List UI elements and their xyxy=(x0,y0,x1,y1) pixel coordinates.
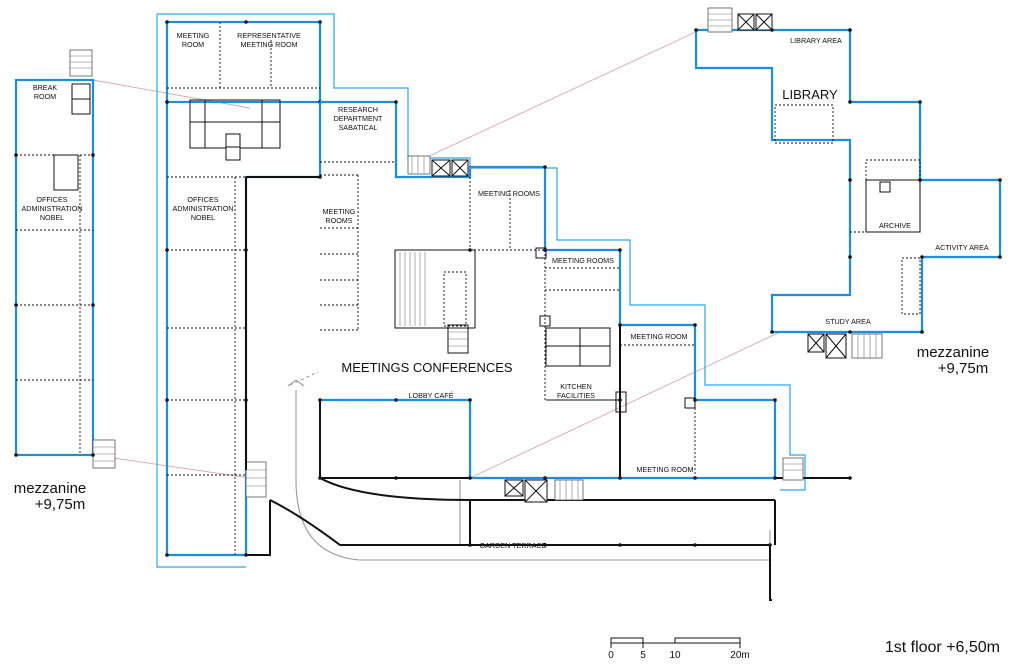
office-wing xyxy=(156,13,806,568)
left-mezzanine xyxy=(14,49,116,469)
lobby-cafe-label: LOBBY CAFÉ xyxy=(408,391,453,400)
meeting-rooms-left-label: MEETING xyxy=(323,207,356,216)
break-room-label: BREAK xyxy=(33,83,58,92)
offices-left-label: OFFICES xyxy=(36,195,67,204)
meeting-room-bottom-label: MEETING ROOM xyxy=(636,465,693,474)
representative-meeting-room-label: REPRESENTATIVE xyxy=(237,31,301,40)
mezzanine-link-lines xyxy=(92,29,781,479)
kitchen-facilities-label: KITCHEN xyxy=(560,382,592,391)
meeting-rooms-right-label: MEETING ROOMS xyxy=(552,256,614,265)
library-area-label: LIBRARY AREA xyxy=(790,36,842,45)
offices-middle-label: OFFICES xyxy=(187,195,218,204)
meetings-conferences-label: MEETINGS CONFERENCES xyxy=(341,360,513,375)
study-area-label: STUDY AREA xyxy=(825,317,871,326)
scale-bar: 0 5 10 20m xyxy=(608,637,750,661)
garden-terrace-label: GARDEN TERRACE xyxy=(480,541,547,550)
meeting-room-top-label: MEETING xyxy=(177,31,210,40)
research-department-label: RESEARCH xyxy=(338,105,378,114)
scale-tick-10: 10 xyxy=(669,650,681,661)
scale-tick-5: 5 xyxy=(640,650,646,661)
scale-tick-20: 20m xyxy=(730,650,749,661)
mezzanine-left-label: mezzanine+9,75m xyxy=(14,480,87,513)
scale-tick-0: 0 xyxy=(608,650,614,661)
main-floor xyxy=(245,100,852,601)
floor-level-label: 1st floor +6,50m xyxy=(885,639,1000,656)
meeting-room-right-label: MEETING ROOM xyxy=(630,332,687,341)
library-label: LIBRARY xyxy=(782,87,838,102)
library-mezzanine xyxy=(694,7,1002,359)
mezzanine-right-label: mezzanine+9,75m xyxy=(917,344,990,377)
meeting-rooms-center-label: MEETING ROOMS xyxy=(478,189,540,198)
archive-label: ARCHIVE xyxy=(879,221,911,230)
activity-area-label: ACTIVITY AREA xyxy=(935,243,989,252)
grey-ramp-path xyxy=(287,371,771,561)
